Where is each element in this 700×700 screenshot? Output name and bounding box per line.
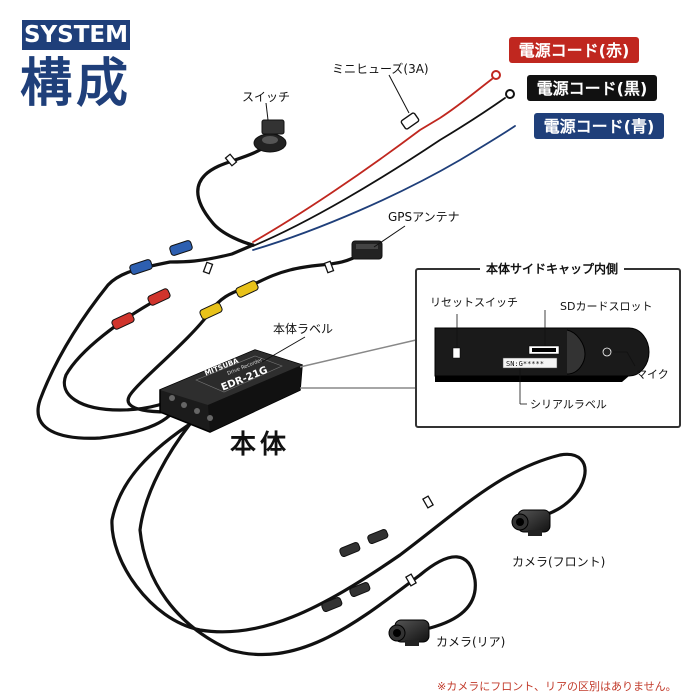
switch-unit [253,119,287,153]
mic-icon [602,347,612,357]
serial-label-label: シリアルラベル [530,398,607,411]
inset-title: 本体サイドキャップ内側 [480,260,625,277]
inset-connector-lines [299,339,417,389]
red-connector-cable [62,296,187,412]
mini-fuse-holder [400,112,420,130]
body-label-label: 本体ラベル [273,322,334,336]
gps-antenna-label: GPSアンテナ [388,210,460,224]
power-lead-red [252,78,493,243]
switch-lead-down [36,243,255,440]
rear-camera [388,619,430,646]
main-body-label: 本体 [230,430,291,460]
power-cord-black-badge: 電源コード(黒) [527,75,657,101]
sd-slot-label: SDカードスロット [560,300,653,313]
gps-antenna-block [351,240,383,260]
connector-yellow-pair [199,280,259,320]
reset-switch-icon [452,347,461,359]
power-cord-red-badge: 電源コード(赤) [509,37,639,63]
side-cap-illustration: SN:G***** [434,310,650,405]
leader-lines [261,74,410,363]
front-camera-label: カメラ(フロント) [512,555,606,569]
power-leads [252,78,516,251]
front-camera-cable [110,418,587,634]
power-lead-blue [252,125,516,251]
ring-terminal-black [505,89,515,99]
serial-label-plate [502,357,558,369]
serial-placeholder-text: SN:G***** [506,360,544,368]
power-cord-blue-badge: 電源コード(青) [534,113,664,139]
ring-terminal-red [491,70,501,80]
connector-blue-pair [129,240,193,275]
connector-red-pair [111,288,171,330]
switch-cable [196,141,272,247]
mic-label: マイク [636,368,669,381]
page-title: 構成 [20,54,133,114]
front-camera [511,509,551,536]
power-lead-black [252,97,506,247]
cable-break-marks [202,153,434,587]
footnote: ※カメラにフロント、リアの区別はありません。 [437,680,677,693]
connector-camera-pairs [321,529,389,613]
rear-camera-label: カメラ(リア) [436,635,506,649]
system-badge: SYSTEM [22,20,130,50]
reset-switch-label: リセットスイッチ [430,296,518,309]
main-body: MITSUBA Drive Recorder EDR-21G [159,349,303,433]
side-cap-inset: SN:G***** [415,268,681,428]
mini-fuse-label: ミニヒューズ(3A) [332,62,429,76]
switch-label: スイッチ [242,90,291,104]
rear-camera-cable [138,422,477,656]
